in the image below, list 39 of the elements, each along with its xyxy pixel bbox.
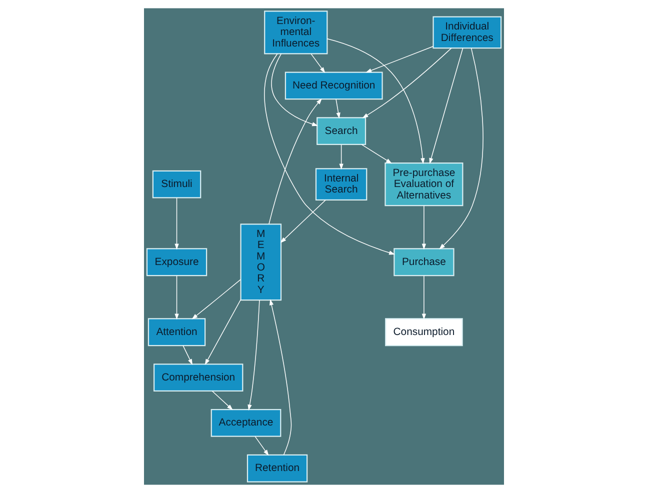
arrow	[174, 198, 179, 250]
arrow	[439, 48, 484, 250]
node-box: Individual Differences	[432, 16, 502, 49]
arrow	[264, 53, 396, 255]
node-box: Attention	[148, 318, 206, 346]
arrow	[366, 46, 434, 73]
node-box: Consumption	[385, 318, 463, 346]
node-box: Environ- mental Influences	[264, 10, 328, 54]
node-box: Pre-purchase Evaluation of Alternatives	[384, 162, 464, 206]
arrow	[422, 205, 426, 250]
node-box: Stimuli	[152, 170, 202, 198]
arrow	[326, 38, 425, 164]
node-box: Internal Search	[315, 168, 368, 201]
arrow	[271, 53, 318, 126]
arrow	[192, 279, 241, 320]
node-box: Exposure	[146, 248, 208, 276]
arrow	[248, 300, 260, 411]
arrow	[429, 48, 464, 164]
arrow	[269, 299, 292, 456]
node-box: Search	[316, 117, 366, 146]
node-box: MEMORY	[240, 224, 282, 301]
node-box: Need Recognition	[284, 72, 383, 100]
node-box: Purchase	[394, 248, 454, 276]
arrow	[310, 54, 326, 74]
arrow	[422, 275, 426, 320]
arrow	[336, 98, 340, 119]
arrow	[182, 345, 193, 365]
arrow	[280, 200, 326, 243]
arrow	[362, 48, 452, 118]
arrow	[212, 390, 233, 410]
arrow	[268, 98, 322, 224]
node-box: Comprehension	[154, 364, 244, 392]
node-box: Acceptance	[210, 409, 282, 437]
arrow	[361, 144, 392, 164]
arrow	[174, 275, 179, 320]
arrow	[339, 144, 344, 170]
node-box: Retention	[246, 454, 308, 482]
arrow	[254, 436, 269, 456]
arrow	[204, 299, 242, 365]
